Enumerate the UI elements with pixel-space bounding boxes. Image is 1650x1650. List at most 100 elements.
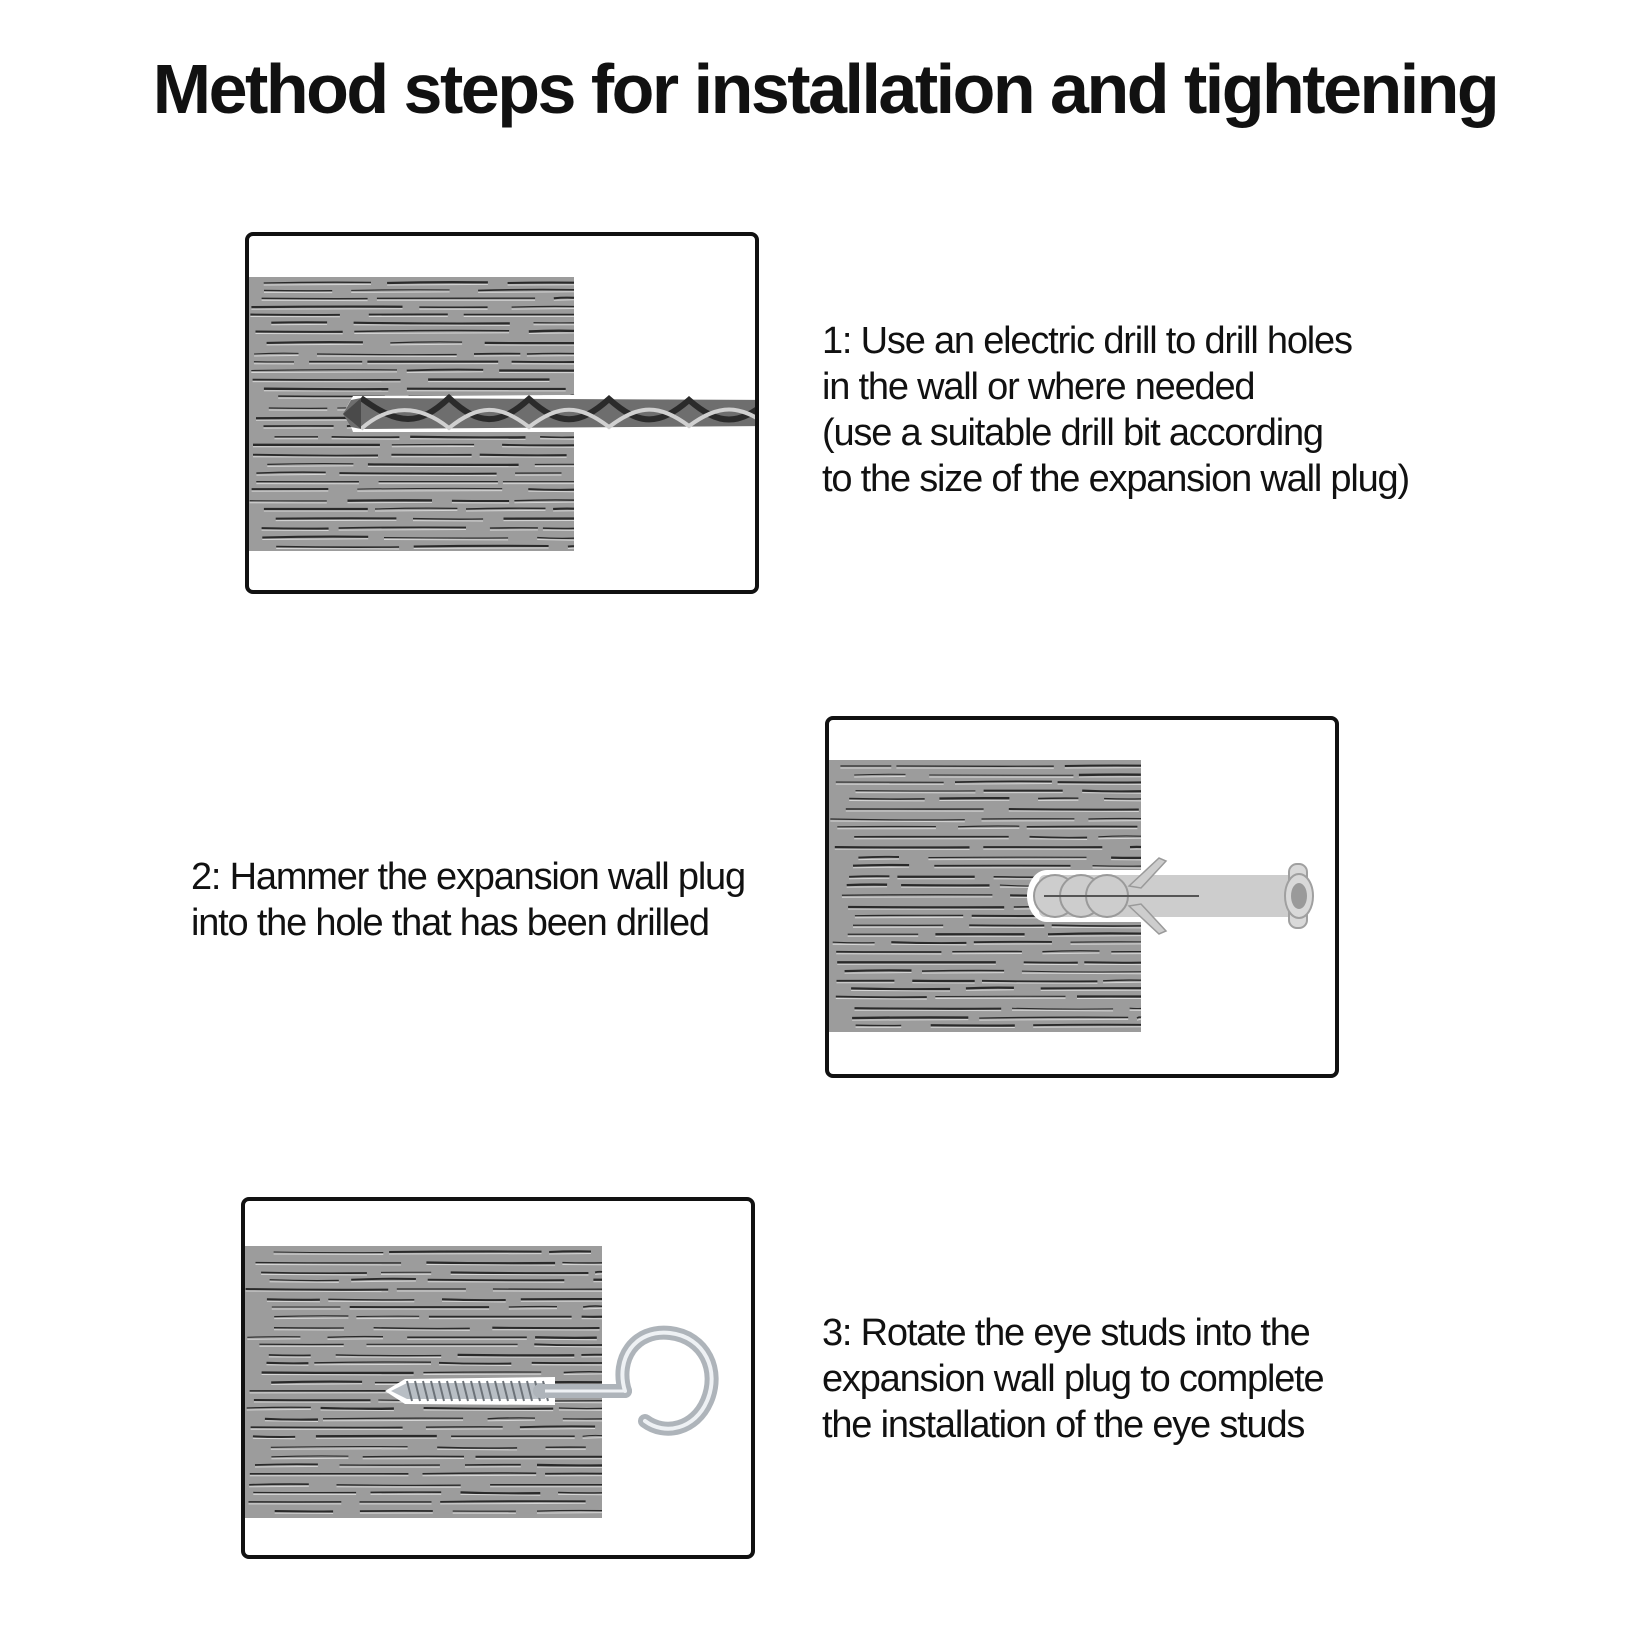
wall-crack-highlight — [271, 1383, 363, 1385]
wall-crack-line — [1008, 807, 1139, 811]
wall-crack-line — [274, 1315, 349, 1318]
wall-crack-highlight — [256, 473, 326, 476]
eye-stud-in-wall-illustration — [245, 1246, 719, 1518]
wall-crack-line — [254, 1463, 318, 1466]
wall-crack-highlight — [357, 490, 503, 492]
wall-crack-line — [965, 986, 1014, 990]
step-3-line-2: expansion wall plug to complete — [822, 1358, 1325, 1400]
wall-cracks — [245, 1250, 603, 1514]
step-1-illustration-frame — [245, 232, 759, 594]
wall-crack-highlight — [274, 1317, 349, 1320]
wall-crack-line — [582, 1305, 603, 1308]
wall-crack-highlight — [254, 354, 299, 357]
wall-cracks — [830, 764, 1142, 1028]
wall-crack-highlight — [450, 1273, 589, 1276]
eye-stud-thread — [438, 1380, 445, 1402]
wall-crack-line — [526, 352, 575, 355]
wall-crack-line — [535, 1336, 597, 1340]
wall-crack-line — [830, 818, 965, 821]
wall-crack-line — [263, 281, 372, 284]
wall-crack-highlight — [339, 474, 497, 477]
wall-crack-highlight — [582, 1437, 603, 1439]
wall-crack-line — [528, 488, 575, 491]
wall-crack-highlight — [273, 1253, 384, 1255]
wall-crack-highlight — [460, 1493, 541, 1496]
wall-crack-highlight — [1047, 935, 1142, 937]
wall-crack-highlight — [534, 1345, 603, 1348]
wall-crack-line — [549, 1250, 592, 1254]
step-3-text: 3: Rotate the eye studs into the expansi… — [822, 1310, 1325, 1448]
wall-crack-line — [487, 1417, 536, 1420]
wall-crack-highlight — [267, 465, 354, 467]
wall-crack-line — [335, 1354, 442, 1357]
wall-crack-line — [427, 1278, 565, 1282]
wall-crack-line — [252, 1435, 296, 1438]
step-2-line-2: into the hole that has been drilled — [191, 902, 710, 944]
wall-crack-highlight — [891, 943, 967, 946]
wall-crack-line — [844, 969, 912, 973]
wall-crack-highlight — [851, 989, 951, 992]
wall-crack-line — [1103, 979, 1142, 982]
wall-crack-highlight — [266, 343, 363, 346]
wall-crack-highlight — [549, 1253, 592, 1255]
wall-crack-line — [1011, 1007, 1114, 1010]
wall-crack-line — [406, 368, 484, 372]
wall-crack-line — [268, 1354, 311, 1357]
eye-stud-thread — [510, 1380, 517, 1402]
wall-crack-line — [954, 780, 1052, 783]
wall-crack-line — [891, 941, 967, 945]
wall-crack-line — [1047, 932, 1142, 936]
wall-crack-highlight — [276, 548, 400, 550]
wall-crack-line — [1098, 835, 1142, 838]
wall-crack-line — [537, 536, 575, 540]
wall-crack-highlight — [563, 1373, 603, 1375]
wall-crack-line — [841, 894, 993, 896]
wall-crack-line — [450, 1271, 589, 1275]
wall-crack-highlight — [852, 866, 910, 869]
wall-crack-line — [981, 979, 1098, 983]
wall-crack-highlight — [351, 1280, 416, 1283]
step-2-illustration-frame — [825, 716, 1339, 1078]
wall-crack-line — [412, 517, 484, 520]
eye-stud-thread — [486, 1380, 493, 1402]
wall-crack-highlight — [245, 1290, 389, 1293]
wall-crack-line — [422, 1472, 537, 1475]
wall-crack-highlight — [410, 438, 526, 440]
wall-crack-line — [958, 825, 1020, 828]
wall-crack-line — [390, 341, 463, 344]
wall-crack-line — [479, 453, 567, 457]
wall-crack-line — [519, 1425, 596, 1429]
wall-crack-highlight — [271, 1457, 349, 1460]
wall-crack-line — [320, 1406, 394, 1411]
wall-crack-line — [528, 329, 575, 333]
wall-crack-line — [979, 1016, 1129, 1019]
wall-crack-line — [266, 341, 363, 344]
page-title: Method steps for installation and tighte… — [152, 50, 1500, 128]
wall-crack-highlight — [849, 877, 890, 880]
eye-stud-thread — [430, 1380, 437, 1402]
wall-crack-highlight — [249, 1485, 309, 1488]
wall-crack-highlight — [327, 1338, 384, 1340]
wall-crack-line — [1021, 970, 1142, 973]
wall-crack-line — [465, 507, 546, 510]
eye-stud — [385, 1325, 719, 1436]
wall-crack-highlight — [595, 1273, 603, 1275]
wall-crack-highlight — [252, 456, 379, 458]
wall-crack-line — [262, 535, 369, 539]
wall-crack-highlight — [406, 371, 484, 373]
wall-crack-line — [478, 288, 575, 292]
wall-crack-line — [582, 1434, 603, 1437]
wall-crack-highlight — [537, 539, 575, 541]
wall-crack-line — [254, 352, 299, 355]
wall-crack-line — [336, 1484, 461, 1487]
wall-crack-line — [413, 544, 549, 548]
wall-crack-highlight — [252, 1437, 296, 1440]
wall-crack-line — [271, 1380, 363, 1384]
wall-crack-line — [502, 443, 575, 447]
wall-crack-line — [270, 1445, 408, 1448]
wall-crack-line — [387, 281, 488, 285]
wall-crack-line — [353, 321, 510, 325]
wall-crack-line — [251, 305, 403, 309]
wall-crack-line — [553, 296, 575, 300]
wall-crack-highlight — [246, 1408, 311, 1411]
